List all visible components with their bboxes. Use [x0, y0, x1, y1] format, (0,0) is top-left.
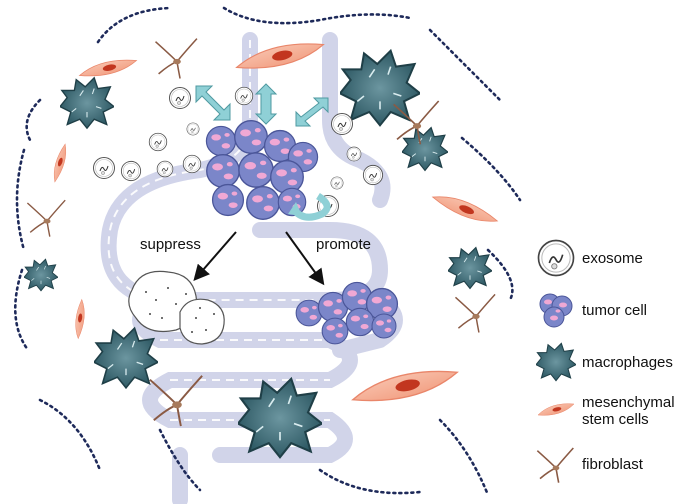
- exosome-icon: [537, 239, 575, 277]
- tumor-cell-icon: [539, 293, 573, 328]
- legend-item-macrophages: macrophages: [536, 342, 696, 388]
- legend: exosome tumor cell macrophages mesenchym…: [536, 238, 696, 498]
- suppressed-tumor-cells: [128, 270, 225, 345]
- legend-item-tumor-cell: tumor cell: [536, 290, 696, 336]
- self-loop-arrowhead: [288, 202, 302, 216]
- interaction-arrows: [195, 83, 329, 127]
- promote-arrow: [285, 231, 325, 286]
- legend-item-exosome: exosome: [536, 238, 696, 284]
- fibroblast-icon: [536, 447, 574, 483]
- promote-label: promote: [316, 236, 372, 253]
- legend-label-exosome: exosome: [582, 250, 643, 267]
- legend-item-mesenchymal-stem-cells: mesenchymal stem cells: [536, 390, 696, 436]
- macrophage-icon: [536, 342, 576, 382]
- suppress-label: suppress: [140, 236, 201, 253]
- suppress-arrow: [193, 231, 237, 282]
- tissue-boundary: [13, 6, 522, 497]
- legend-item-fibroblast: fibroblast: [536, 444, 696, 490]
- legend-label-fibroblast: fibroblast: [582, 456, 643, 473]
- tumor-mass: [205, 120, 319, 220]
- legend-label-macrophages: macrophages: [582, 354, 673, 371]
- legend-label-mesenchymal-stem-cells: mesenchymal stem cells: [582, 394, 675, 428]
- mesenchymal-stem-cell-icon: [537, 403, 575, 416]
- legend-label-tumor-cell: tumor cell: [582, 302, 648, 319]
